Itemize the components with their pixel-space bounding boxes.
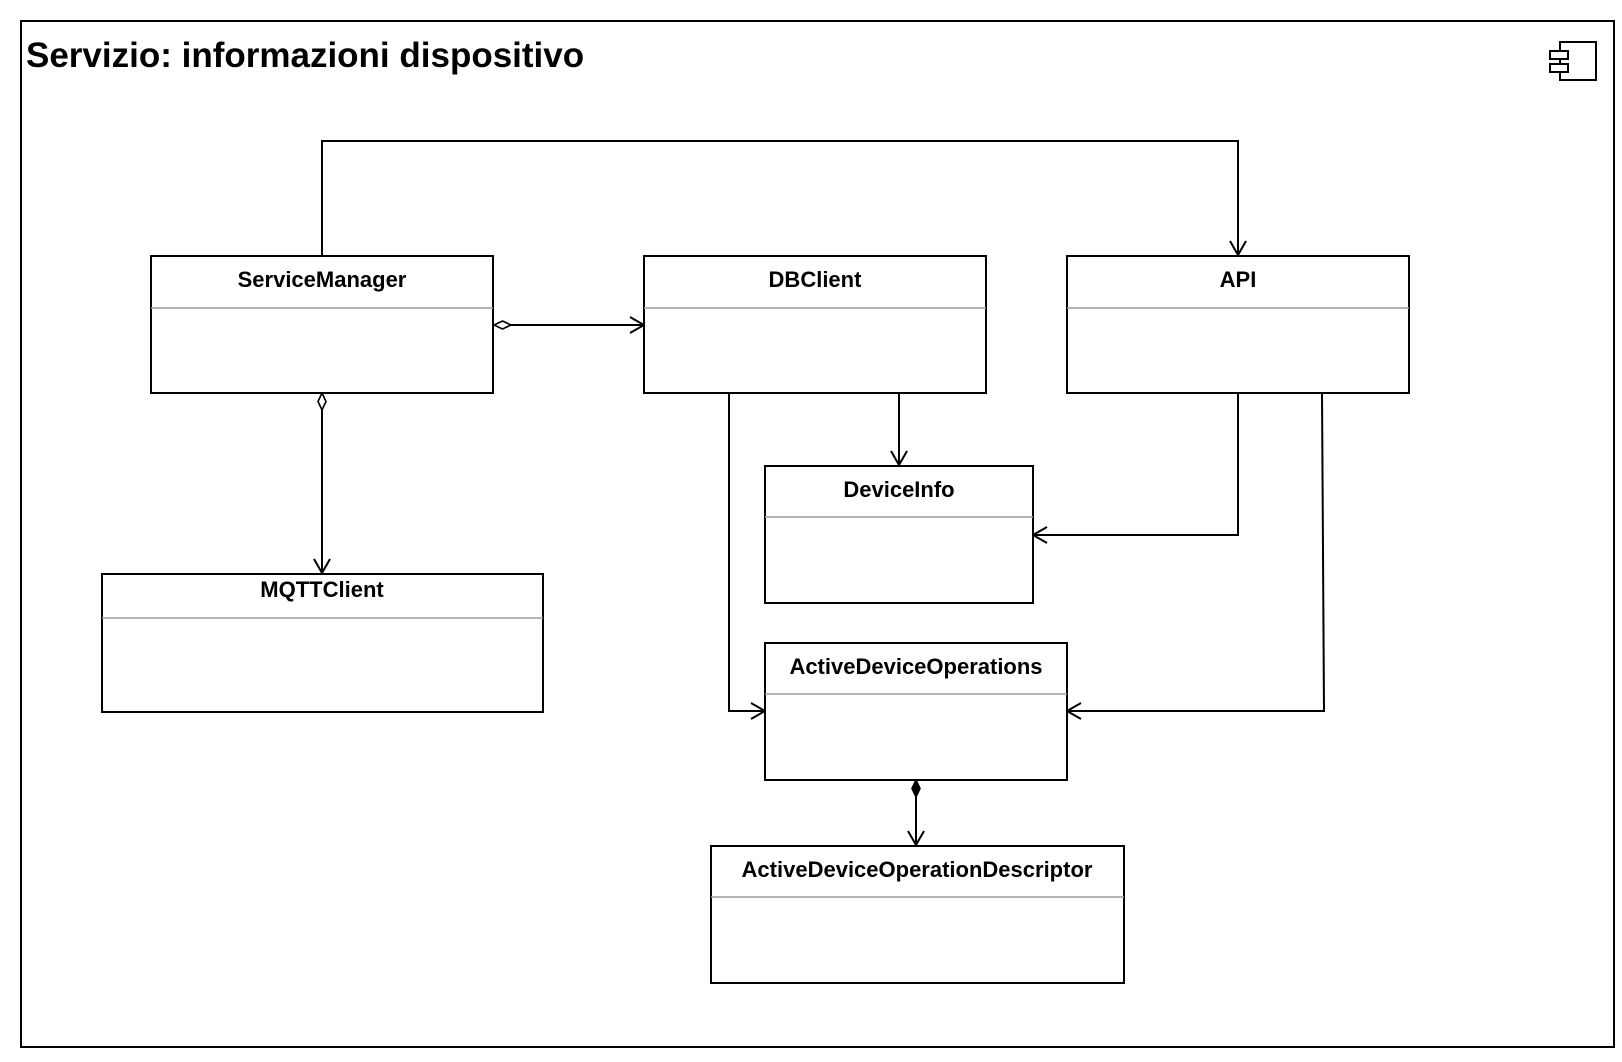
- class-name-activedeviceoperations: ActiveDeviceOperations: [789, 654, 1042, 679]
- component-icon: [1549, 41, 1597, 81]
- class-api[interactable]: API: [1066, 255, 1410, 394]
- class-name-dbclient: DBClient: [769, 267, 863, 292]
- class-deviceinfo[interactable]: DeviceInfo: [764, 465, 1034, 604]
- class-name-servicemanager: ServiceManager: [238, 267, 407, 292]
- class-name-api: API: [1220, 267, 1257, 292]
- class-activedeviceoperations[interactable]: ActiveDeviceOperations: [764, 642, 1068, 781]
- class-dbclient[interactable]: DBClient: [643, 255, 987, 394]
- class-mqttclient[interactable]: MQTTClient: [101, 573, 544, 713]
- class-servicemanager[interactable]: ServiceManager: [150, 255, 494, 394]
- frame-title: Servizio: informazioni dispositivo: [26, 36, 584, 75]
- class-name-activedeviceoperationdescriptor: ActiveDeviceOperationDescriptor: [742, 857, 1093, 882]
- class-activedeviceoperationdescriptor[interactable]: ActiveDeviceOperationDescriptor: [710, 845, 1125, 984]
- class-name-deviceinfo: DeviceInfo: [843, 477, 954, 502]
- class-name-mqttclient: MQTTClient: [260, 577, 384, 602]
